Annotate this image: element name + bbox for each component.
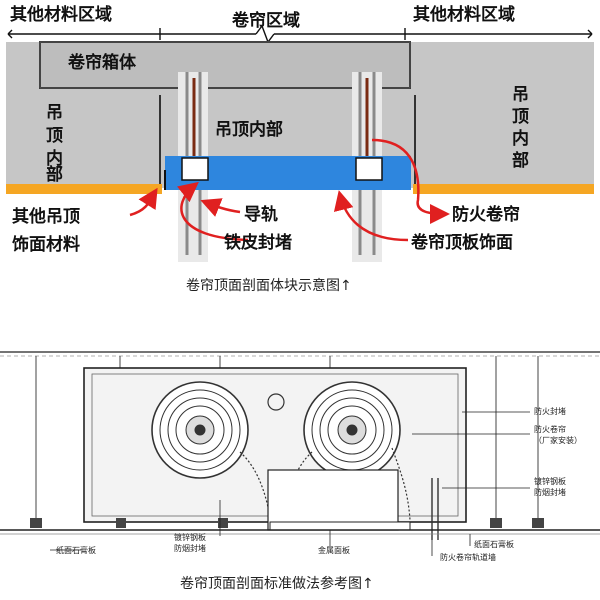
metal-cover-plate bbox=[269, 521, 411, 531]
shutter-box-outline bbox=[39, 41, 411, 89]
callout-other-ceiling-1: 其他吊顶 bbox=[12, 206, 80, 227]
zone-right-label: 其他材料区域 bbox=[413, 4, 515, 25]
arrow-other-ceiling bbox=[129, 187, 158, 217]
label-gypsum-board: 纸面石膏板 bbox=[474, 539, 514, 549]
zone-left-label: 其他材料区域 bbox=[10, 4, 112, 25]
right-iron-seal-block bbox=[355, 157, 383, 181]
inside-right-char-1: 吊 bbox=[512, 85, 529, 105]
rail-opening bbox=[267, 469, 399, 531]
label-rail-wall: 防火卷帘轨道墙 bbox=[440, 552, 496, 562]
arrow-top-plate bbox=[333, 190, 409, 242]
arrow-iron-seal bbox=[177, 181, 249, 242]
inside-left-char-1: 吊 bbox=[46, 103, 63, 123]
label-drywall-plate: 纸面石膏板 bbox=[56, 545, 96, 555]
callout-other-ceiling-2: 饰面材料 bbox=[12, 234, 80, 255]
label-smoke-seal-2: 防烟封堵 bbox=[174, 543, 206, 553]
callout-top-plate: 卷帘顶板饰面 bbox=[410, 232, 513, 253]
bottom-diagram: 防火封堵 防火卷帘 （厂家安装） 镀锌钢板 防烟封堵 纸面石膏板 镀锌钢板 防烟… bbox=[0, 351, 600, 592]
leader-lines bbox=[50, 411, 530, 556]
label-vendor-install: （厂家安装） bbox=[534, 435, 582, 445]
top-caption: 卷帘顶面剖面体块示意图↑ bbox=[186, 277, 352, 294]
zone-center-label: 卷帘区域 bbox=[231, 10, 300, 31]
callout-iron-seal: 铁皮封堵 bbox=[224, 232, 292, 253]
bottom-caption: 卷帘顶面剖面标准做法参考图↑ bbox=[180, 575, 374, 592]
inside-right-char-4: 部 bbox=[512, 150, 529, 171]
dimension-line bbox=[7, 24, 593, 44]
left-drum bbox=[151, 381, 249, 479]
label-galv-plate-2: 镀锌钢板 bbox=[174, 532, 206, 542]
inside-right-char-2: 顶 bbox=[512, 107, 529, 127]
inside-right-label: 吊 顶 内 部 bbox=[512, 85, 529, 171]
top-diagram: 其他材料区域 卷帘区域 其他材料区域 卷帘箱体 bbox=[6, 4, 594, 294]
inside-left-char-2: 顶 bbox=[46, 126, 63, 146]
right-drum bbox=[303, 381, 401, 479]
center-bolt bbox=[267, 393, 285, 411]
label-metal-cover: 金属面板 bbox=[318, 545, 350, 555]
right-ceiling-finish bbox=[413, 184, 594, 194]
inside-left-label: 吊 顶 内 部 bbox=[46, 103, 63, 185]
left-iron-seal-block bbox=[181, 157, 209, 181]
label-smoke-seal: 防烟封堵 bbox=[534, 487, 566, 497]
inside-left-char-3: 内 bbox=[46, 148, 63, 169]
arrow-rail bbox=[200, 198, 241, 217]
label-fire-shutter: 防火卷帘 bbox=[534, 424, 566, 434]
callout-fire-shutter: 防火卷帘 bbox=[452, 204, 520, 225]
label-galv-plate: 镀锌钢板 bbox=[534, 476, 566, 486]
inside-right-char-3: 内 bbox=[512, 128, 529, 149]
callout-rail: 导轨 bbox=[244, 204, 278, 225]
shutter-box-label: 卷帘箱体 bbox=[67, 52, 137, 73]
label-fire-seal: 防火封堵 bbox=[534, 406, 566, 416]
ceiling-clips bbox=[30, 518, 544, 528]
arrow-fire-shutter bbox=[371, 138, 450, 224]
left-ceiling-finish bbox=[6, 184, 162, 194]
inside-center-label: 吊顶内部 bbox=[215, 119, 283, 140]
inside-left-char-4: 部 bbox=[46, 164, 63, 185]
callout-arrows bbox=[129, 138, 450, 242]
